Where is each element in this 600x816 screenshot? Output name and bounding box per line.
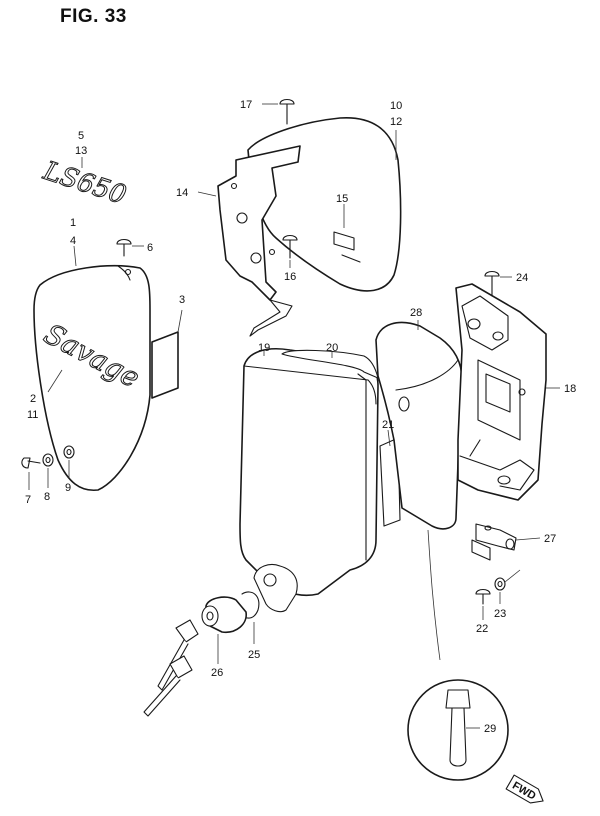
cushion-3 — [151, 309, 183, 399]
callout-15: 15 — [336, 193, 348, 205]
ls650-emblem-text: LS650 — [39, 156, 130, 211]
screw-22 — [475, 588, 491, 620]
bracket-18 — [455, 283, 560, 501]
callout-23: 23 — [494, 608, 506, 620]
callout-13: 13 — [75, 145, 87, 157]
ls650-emblem: LS650 — [38, 155, 130, 211]
callout-14: 14 — [176, 187, 188, 199]
callout-2: 2 — [30, 393, 36, 405]
callout-10: 10 — [390, 100, 402, 112]
figure-title: FIG. 33 — [60, 6, 127, 27]
clamp-27 — [471, 523, 541, 561]
screw-24 — [484, 270, 512, 297]
callout-19: 19 — [258, 342, 270, 354]
washer-23 — [494, 569, 521, 604]
screw-16 — [282, 234, 298, 268]
cover-bracket-14 — [197, 145, 301, 337]
callout-20: 20 — [326, 342, 338, 354]
lock-bracket — [253, 563, 298, 613]
left-side-cover — [33, 264, 151, 491]
detail-circle-29 — [407, 679, 509, 781]
toolbox-19 — [239, 348, 379, 596]
callout-5: 5 — [78, 130, 84, 142]
callout-24: 24 — [516, 272, 528, 284]
callout-27: 27 — [544, 533, 556, 545]
cover-28 — [375, 320, 463, 530]
callouts: 5 13 1 4 6 3 2 11 7 8 9 17 10 12 14 15 1… — [25, 99, 576, 735]
callout-29: 29 — [484, 723, 496, 735]
lock-26 — [201, 596, 247, 664]
callout-1: 1 — [70, 217, 76, 229]
screw-17 — [262, 98, 295, 125]
callout-6: 6 — [147, 242, 153, 254]
toolbox-lid-20 — [281, 349, 379, 379]
washer-9 — [63, 445, 75, 478]
callout-7: 7 — [25, 494, 31, 506]
fwd-arrow: FWD — [505, 774, 544, 804]
callout-28: 28 — [410, 307, 422, 319]
cable-29 — [427, 529, 441, 661]
key-2 — [143, 655, 193, 717]
screw-7 — [21, 457, 41, 490]
screw-6 — [116, 238, 144, 257]
callout-12: 12 — [390, 116, 402, 128]
callout-18: 18 — [564, 383, 576, 395]
callout-26: 26 — [211, 667, 223, 679]
callout-17: 17 — [240, 99, 252, 111]
damper-15 — [333, 204, 361, 263]
callout-8: 8 — [44, 491, 50, 503]
callout-21: 21 — [382, 419, 394, 431]
callout-16: 16 — [284, 271, 296, 283]
pad-21 — [379, 429, 401, 527]
washer-8 — [42, 453, 54, 488]
callout-9: 9 — [65, 482, 71, 494]
callout-25: 25 — [248, 649, 260, 661]
callout-3: 3 — [179, 294, 185, 306]
callout-22: 22 — [476, 623, 488, 635]
callout-4: 4 — [70, 235, 76, 247]
callout-11: 11 — [27, 409, 38, 421]
